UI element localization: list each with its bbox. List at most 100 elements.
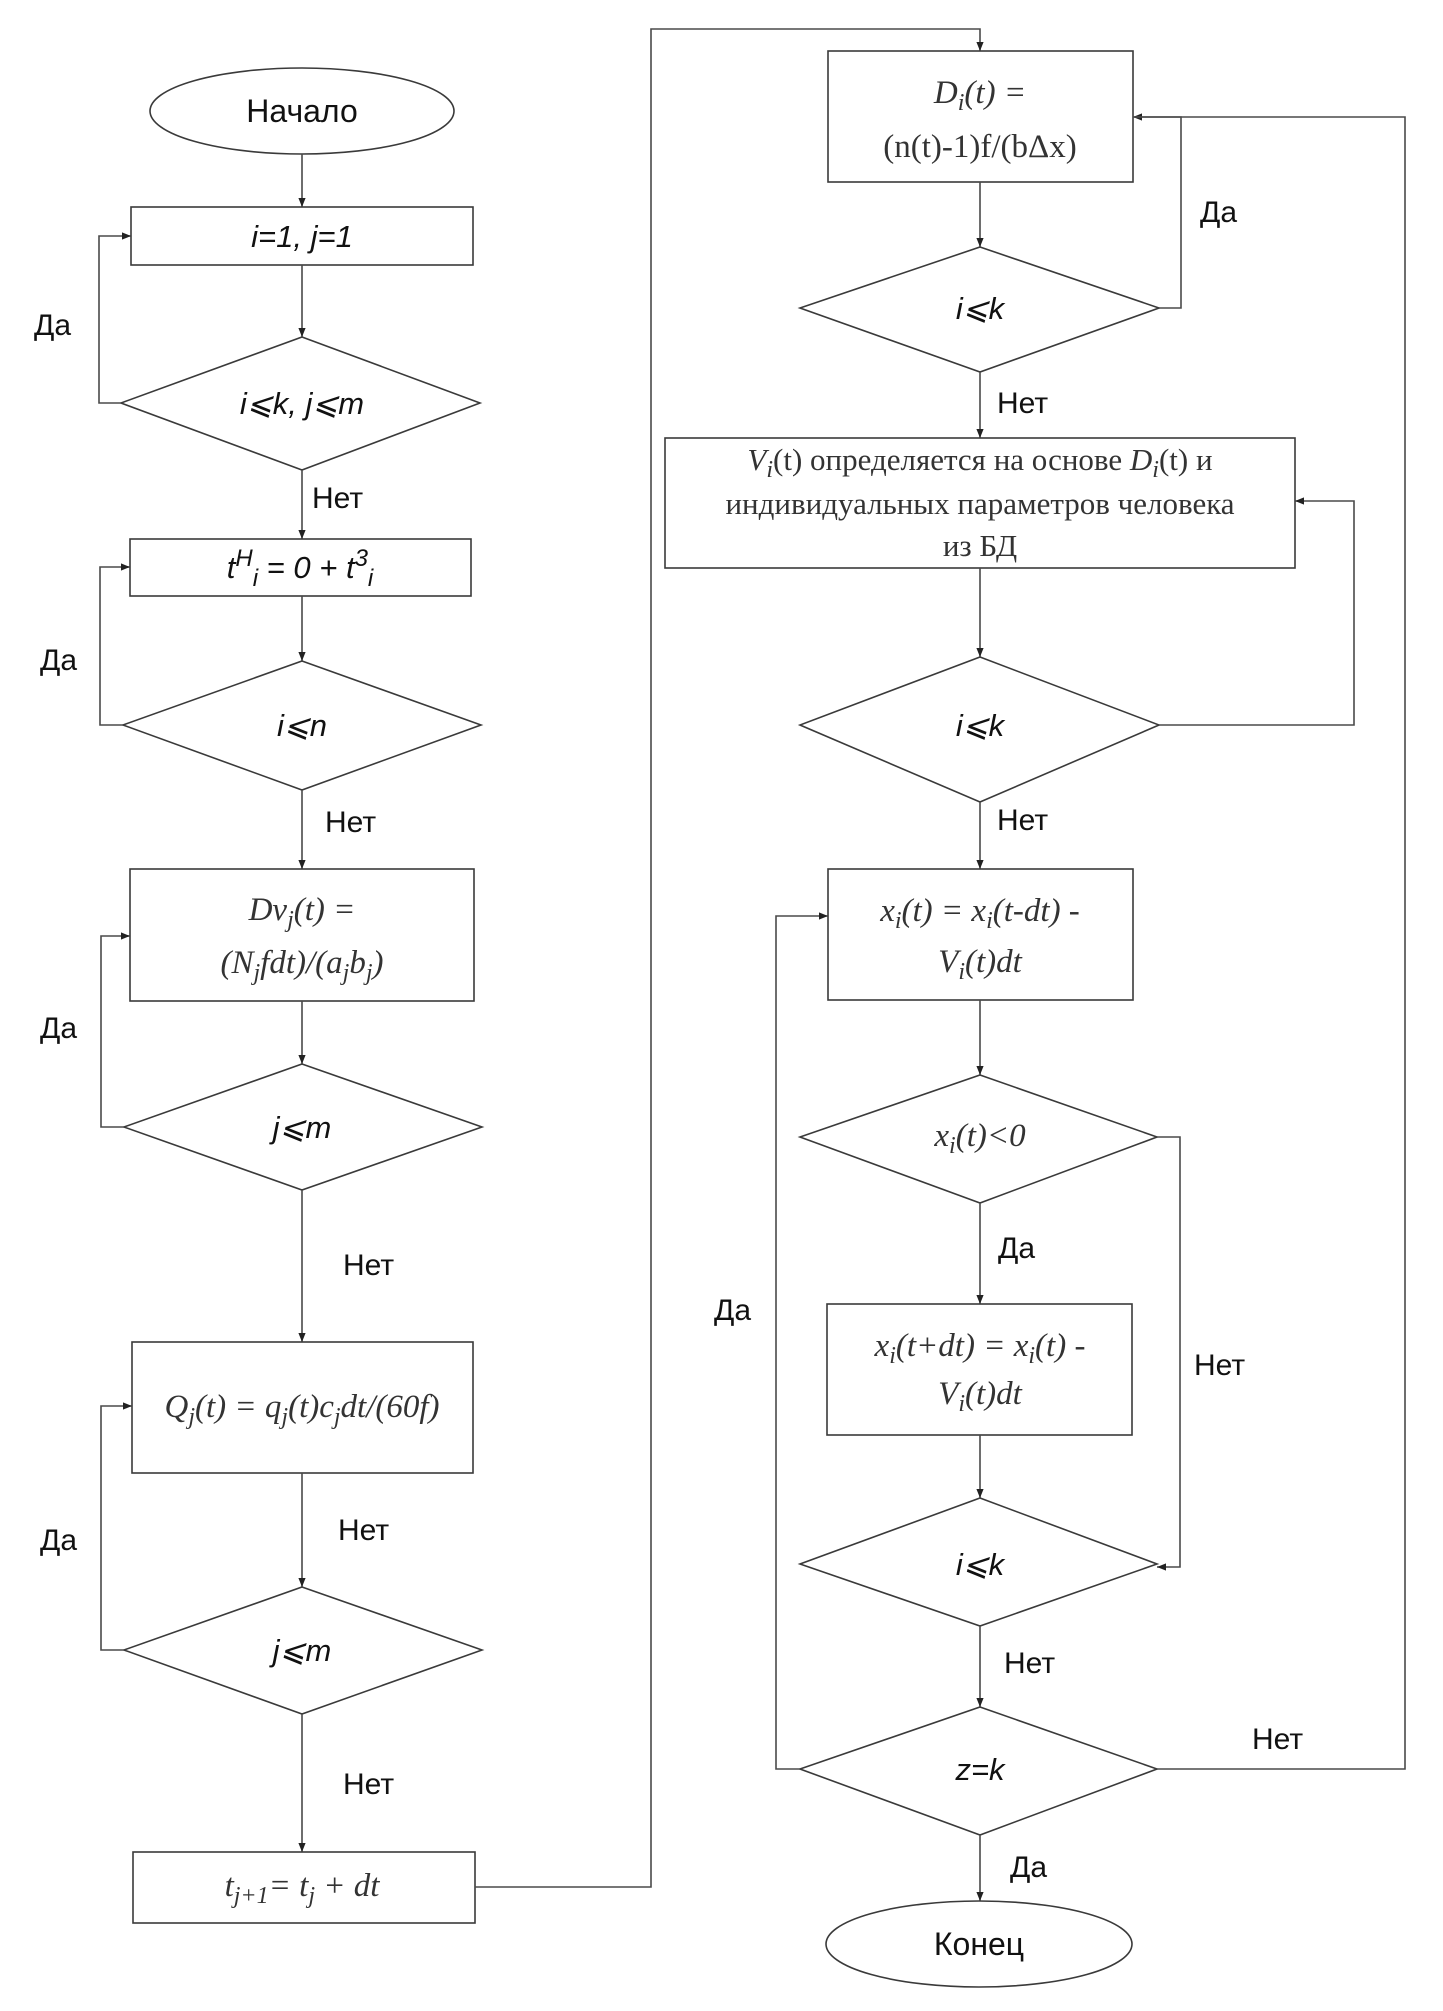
loop-yes-z-k xyxy=(775,912,828,1770)
q-a: Q xyxy=(164,1389,188,1425)
tnext-sub2: j xyxy=(305,1883,315,1909)
label-yes-5: Да xyxy=(1200,196,1237,229)
x2-l2sub: i xyxy=(958,1391,965,1417)
process-x2-line2: Vi(t)dt xyxy=(938,1376,1022,1417)
tstart-sup1: H xyxy=(235,545,253,572)
decision-i-n-label: i⩽n xyxy=(277,708,327,743)
q-d: dt/(60f) xyxy=(341,1389,440,1425)
process-init-label: i=1, j=1 xyxy=(251,219,353,254)
label-no-10: Нет xyxy=(1252,1723,1303,1756)
dv-l2a: (N xyxy=(221,945,256,981)
label-yes-7: Да xyxy=(714,1294,751,1327)
x2-l2b: (t)dt xyxy=(965,1376,1023,1412)
process-tstart-label: tHi = 0 + t3i xyxy=(227,545,374,592)
tstart-sub2: i xyxy=(368,565,374,592)
decision-i-k-3-label: i⩽k xyxy=(956,1547,1006,1582)
label-yes-8: Да xyxy=(1010,1851,1047,1884)
decision-z-k-label: z=k xyxy=(954,1752,1006,1787)
start-label: Начало xyxy=(246,93,358,129)
xneg-a: x xyxy=(933,1118,949,1154)
x2-l1c: (t) - xyxy=(1035,1328,1085,1364)
tstart-mid: = 0 + t xyxy=(258,550,356,585)
q-b: (t) = q xyxy=(195,1389,281,1425)
process-x1-line1: xi(t) = xi(t-dt) - xyxy=(879,893,1080,934)
dv-l2sub2: j xyxy=(340,960,350,986)
decision-x-negative-label: xi(t)<0 xyxy=(933,1118,1026,1159)
decision-init: i⩽k, j⩽m xyxy=(118,336,483,471)
end-label: Конец xyxy=(934,1926,1024,1962)
tnext-c: + dt xyxy=(315,1868,380,1904)
x1-l1sub2: i xyxy=(986,908,993,934)
process-v-line1: Vi(t) определяется на основе Di(t) и xyxy=(747,442,1212,483)
decision-j-m-2: j⩽m xyxy=(121,1586,485,1715)
dv-l2b: fdt)/(a xyxy=(260,945,342,981)
process-d-line1: Di(t) = xyxy=(933,75,1026,116)
process-d: Di(t) = (n(t)-1)f/(bΔx) xyxy=(827,50,1134,183)
v-l1d: (t) и xyxy=(1159,442,1213,477)
process-x1-line2: Vi(t)dt xyxy=(938,944,1022,985)
process-q: Qj(t) = qj(t)cjdt/(60f) xyxy=(131,1341,474,1474)
xneg-b: (t)<0 xyxy=(956,1118,1026,1154)
process-init: i=1, j=1 xyxy=(130,206,474,266)
x1-l1a: x xyxy=(879,893,895,929)
xneg-sub: i xyxy=(949,1133,956,1159)
process-tstart: tHi = 0 + t3i xyxy=(129,538,472,597)
start-terminal: Начало xyxy=(149,67,455,155)
process-tnext: tj+1= tj + dt xyxy=(132,1851,476,1924)
label-no-8: Нет xyxy=(1194,1349,1245,1382)
dv-l1sub: j xyxy=(284,907,294,933)
decision-z-k: z=k xyxy=(797,1706,1160,1836)
dv-l1a: Dv xyxy=(248,892,288,928)
decision-j-m-1-label: j⩽m xyxy=(269,1110,332,1145)
decision-i-k-2-label: i⩽k xyxy=(956,708,1006,743)
loop-no-z-k xyxy=(1133,116,1406,1770)
q-c: (t)c xyxy=(288,1389,334,1425)
decision-init-label: i⩽k, j⩽m xyxy=(240,386,364,421)
loop-yes-j-m-1 xyxy=(100,932,130,1128)
decision-i-n: i⩽n xyxy=(120,660,484,791)
process-tnext-label: tj+1= tj + dt xyxy=(225,1868,381,1909)
x1-l2a: V xyxy=(938,944,962,980)
decision-i-k-1-label: i⩽k xyxy=(956,291,1006,326)
x2-l1a: x xyxy=(874,1328,890,1364)
q-sub2: j xyxy=(278,1404,288,1430)
v-l1sub1: i xyxy=(766,457,773,483)
tnext-sub1: j+1 xyxy=(231,1883,269,1909)
process-x1: xi(t) = xi(t-dt) - Vi(t)dt xyxy=(827,868,1134,1001)
q-sub1: j xyxy=(185,1404,195,1430)
d-l1b: (t) = xyxy=(964,75,1026,111)
loop-yes-j-m-2 xyxy=(100,1402,132,1651)
decision-x-negative: xi(t)<0 xyxy=(797,1074,1160,1204)
label-no-3: Нет xyxy=(343,1249,394,1282)
label-no-2: Нет xyxy=(325,806,376,839)
x2-l2a: V xyxy=(938,1376,962,1412)
label-yes-2: Да xyxy=(40,644,77,677)
process-v-line2: индивидуальных параметров человека xyxy=(725,486,1234,521)
v-l1a: V xyxy=(747,442,769,477)
loop-yes-init xyxy=(98,232,131,404)
dv-l2sub3: j xyxy=(363,960,373,986)
d-l1a: D xyxy=(933,75,958,111)
dv-l2c: b xyxy=(349,945,366,981)
label-yes-4: Да xyxy=(40,1524,77,1557)
decision-i-k-3: i⩽k xyxy=(797,1497,1160,1627)
process-v: Vi(t) определяется на основе Di(t) и инд… xyxy=(664,437,1296,569)
label-no-5: Нет xyxy=(343,1768,394,1801)
x1-l1c: (t-dt) - xyxy=(993,893,1080,929)
dv-l1b: (t) = xyxy=(294,892,356,928)
label-no-6: Нет xyxy=(997,387,1048,420)
label-yes-1: Да xyxy=(34,309,71,342)
tstart-t: t xyxy=(227,550,237,585)
bypass-no-x-negative xyxy=(1157,1136,1181,1571)
process-dv-line1: Dvj(t) = xyxy=(248,892,356,933)
end-terminal: Конец xyxy=(825,1900,1133,1988)
x2-l1sub1: i xyxy=(889,1343,896,1369)
v-l1c: D xyxy=(1129,442,1152,477)
process-dv-line2: (Njfdt)/(ajbj) xyxy=(221,945,384,986)
x2-l1sub2: i xyxy=(1028,1343,1035,1369)
decision-j-m-2-label: j⩽m xyxy=(269,1633,332,1668)
dv-l2d: ) xyxy=(371,945,384,981)
loop-yes-i-k-1 xyxy=(1133,113,1182,309)
tnext-b: = t xyxy=(269,1868,310,1904)
